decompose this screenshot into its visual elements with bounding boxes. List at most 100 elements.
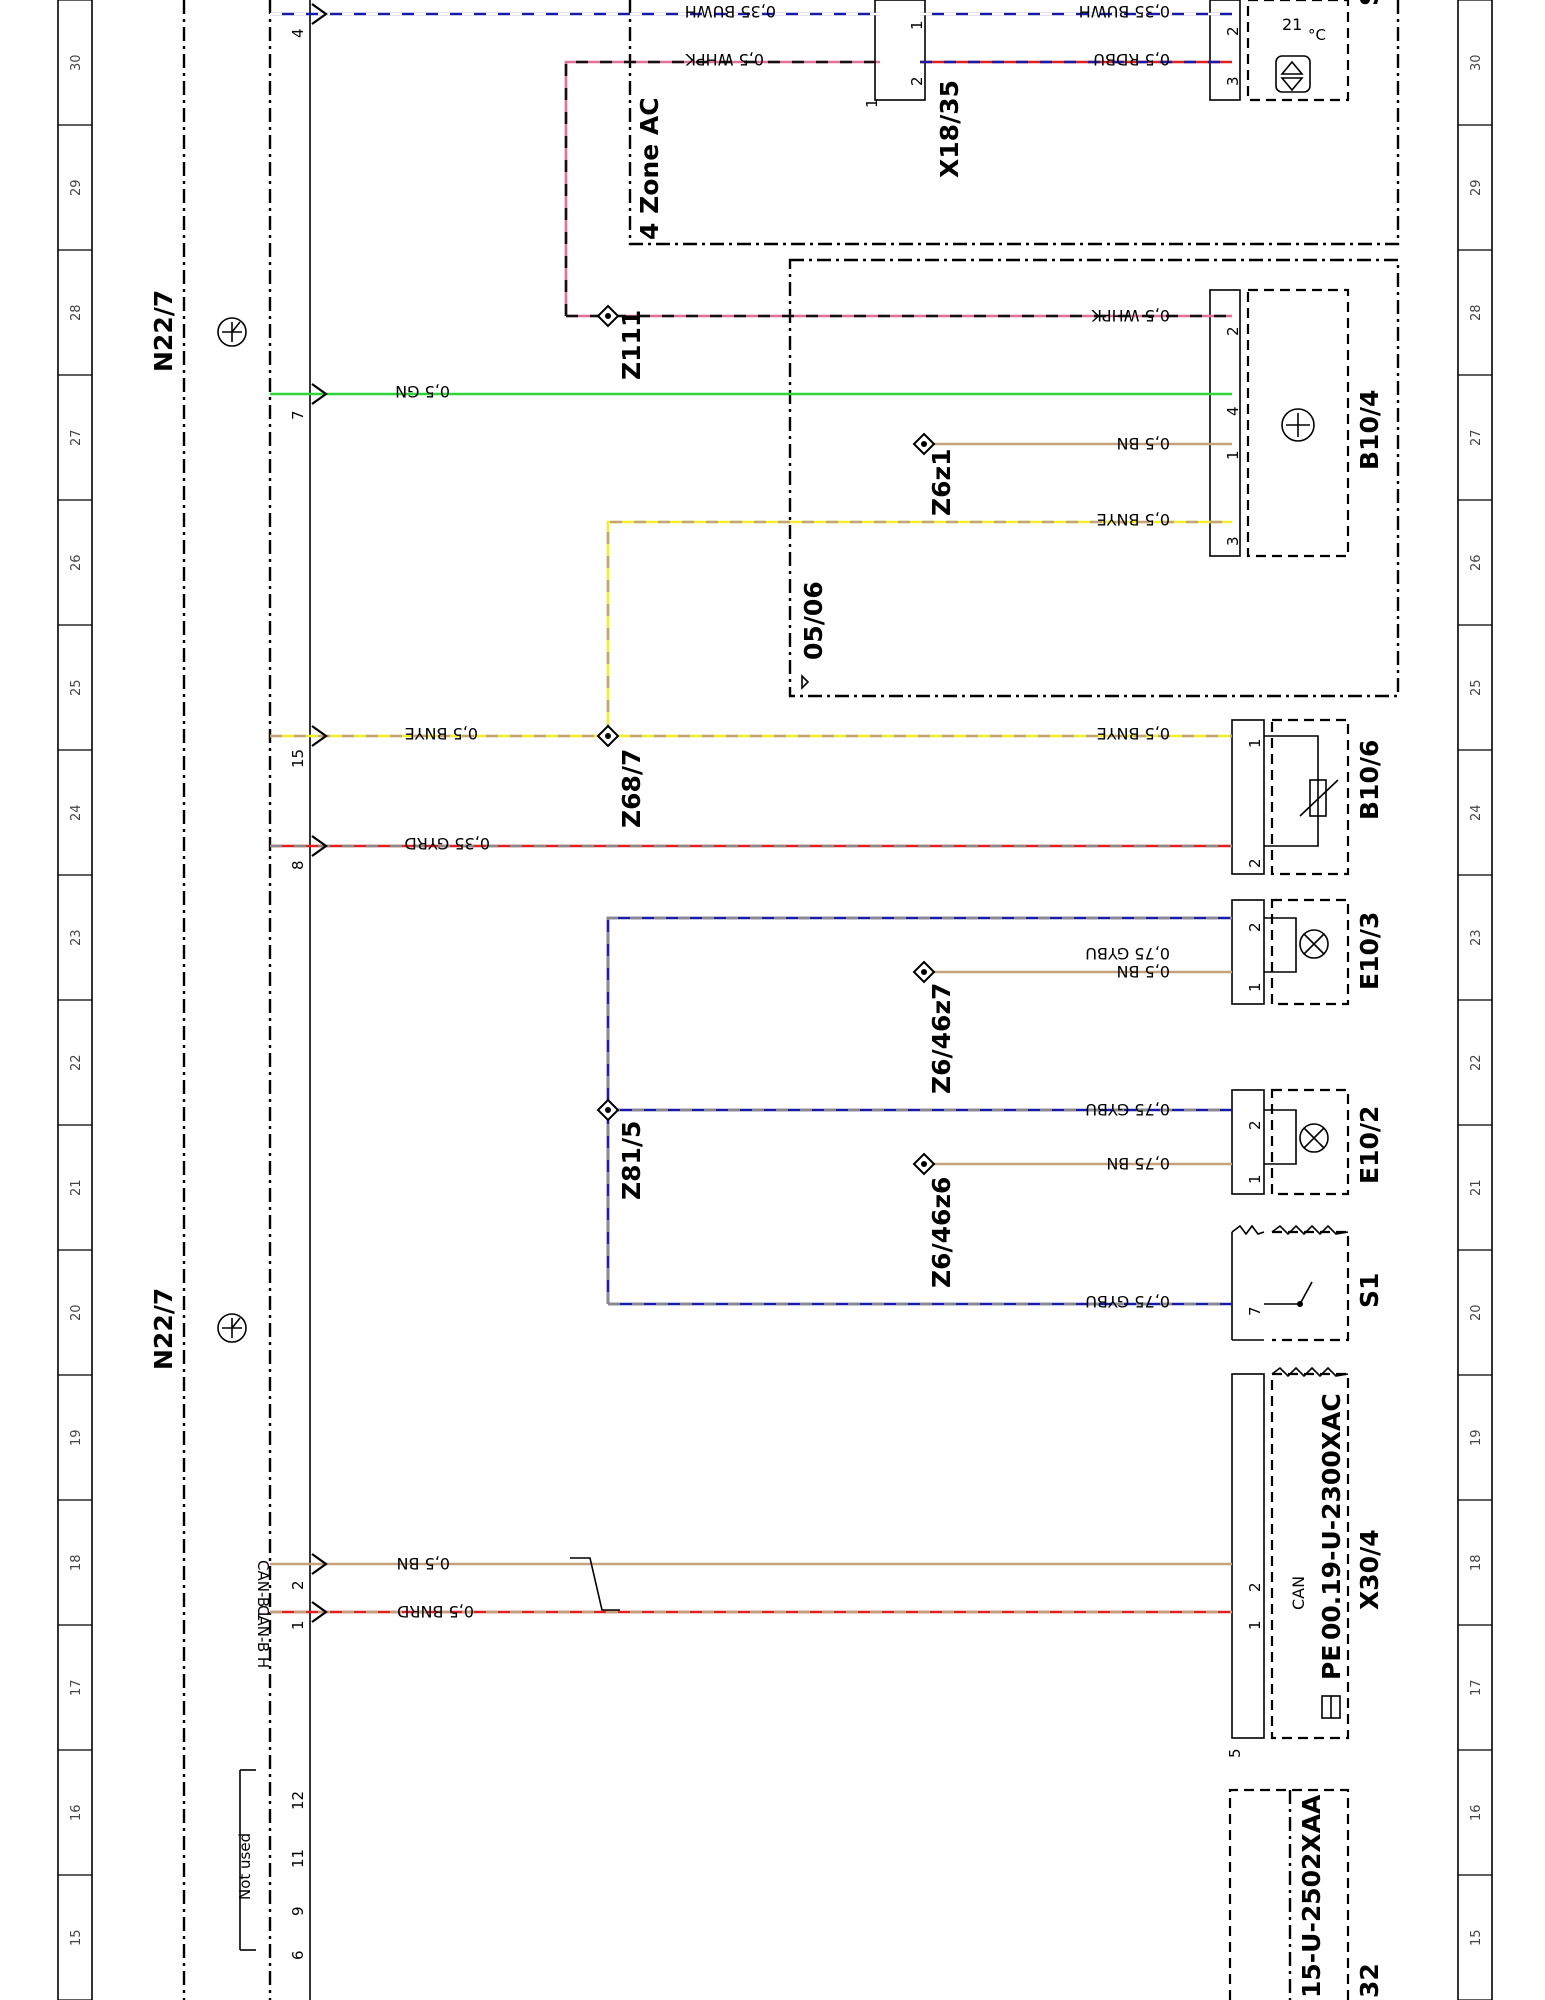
wire-label-bnrd-can: 0,5 BNRD — [397, 1602, 474, 1621]
b10-4-pin1: 1 — [1224, 450, 1242, 460]
wire-label-buwh-right: 0,35 BUWH — [1079, 2, 1170, 21]
wire-label-bn-can: 0,5 BN — [397, 1554, 450, 1573]
zone-ac-region: 4 Zone AC — [628, 0, 1400, 246]
not-used-label: Not used — [236, 1833, 254, 1900]
ruler-row-label: 19 — [1469, 1429, 1484, 1446]
variant-label: 05/06 — [799, 581, 828, 660]
splice-z6-46z6-label: Z6/46z6 — [927, 1177, 956, 1288]
ruler-row-label: 19 — [69, 1429, 84, 1446]
ruler-row-label: 29 — [1469, 179, 1484, 196]
ruler-row-label: 15 — [1469, 1929, 1484, 1946]
e10-2-pin1: 1 — [1246, 1174, 1264, 1184]
cu-pin-11: 11 — [289, 1849, 307, 1868]
ruler-row-label: 22 — [1469, 1054, 1484, 1071]
splice-z81-5-dot — [605, 1107, 611, 1113]
b10-6-pin2: 2 — [1246, 858, 1264, 868]
ruler-row-label: 27 — [69, 429, 84, 446]
reference-suffix-bottom: 32 — [1355, 1963, 1384, 1998]
e10-2-label: E10/2 — [1355, 1106, 1384, 1184]
ruler-row-label: 24 — [1469, 804, 1484, 821]
ruler-row-label: 30 — [1469, 54, 1484, 71]
wire-label-bnye-b106: 0,5 BNYE — [1097, 724, 1170, 743]
wire-whpk-top — [564, 60, 880, 316]
ruler-row-label: 21 — [1469, 1179, 1484, 1196]
cu-pin-9: 9 — [289, 1906, 307, 1916]
splice-z111-dot — [605, 313, 611, 319]
x18-35-pin2: 2 — [908, 76, 926, 86]
wire-label-bn-b104: 0,5 BN — [1117, 434, 1170, 453]
wire-label-gybu-s1: 0,75 GYBU — [1085, 1292, 1170, 1311]
ruler-row-label: 17 — [1469, 1679, 1484, 1696]
cu-pin-1: 1 — [289, 1620, 307, 1630]
e10-3-pin2: 2 — [1246, 922, 1264, 932]
e10-3-label: E10/3 — [1355, 912, 1384, 990]
connector-x18-35: X18/35 1 2 1 — [863, 0, 964, 178]
wire-label-bnye-cu: 0,5 BNYE — [405, 724, 478, 743]
ruler-row-label: 29 — [69, 179, 84, 196]
x18-35-pin-extra: 1 — [863, 98, 881, 108]
ruler-row-label: 16 — [1469, 1804, 1484, 1821]
s1-pin7: 7 — [1246, 1306, 1264, 1316]
ruler-row-label: 25 — [69, 679, 84, 696]
x30-4-pin1: 1 — [1246, 1620, 1264, 1630]
cu-pin-6: 6 — [289, 1950, 307, 1960]
can-high-label: CAN-B H — [254, 1605, 272, 1668]
cu-pin-15: 15 — [289, 749, 307, 768]
connector-arrow — [311, 725, 328, 747]
wire-labels: 0,35 BUWH 0,35 BUWH 0,5 WHPK 0,5 RDBU 0,… — [395, 2, 1170, 1621]
lamp-icon — [1299, 1123, 1329, 1153]
ruler-row-label: 18 — [69, 1554, 84, 1571]
wire-label-gyrd: 0,35 GYRD — [404, 834, 490, 853]
splice-points — [311, 3, 936, 1623]
splice-z68-7-dot — [605, 733, 611, 739]
splice-labels: Z111 Z6z1 Z68/7 Z6/46z7 Z81/5 Z6/46z6 — [617, 310, 956, 1288]
x30-4-ref-code: 00.19-U-2300XAC — [1317, 1393, 1346, 1640]
not-used-bracket: Not used — [236, 1769, 256, 1951]
x18-35-label: X18/35 — [935, 80, 964, 178]
component-b10-4: B10/4 2 4 1 3 — [1209, 288, 1384, 558]
cu-pin-12: 12 — [289, 1791, 307, 1810]
ruler-row-label: 26 — [1469, 554, 1484, 571]
splice-z6z1-label: Z6z1 — [927, 449, 956, 516]
component-e10-3: E10/3 2 1 — [1231, 898, 1384, 1006]
component-s1: S1 7 — [1231, 1224, 1384, 1342]
twisted-pair-mark — [570, 1557, 620, 1611]
connector-x30-4: X30/4 00.19-U-2300XAC PE CAN 2 1 5 — [1226, 1366, 1384, 1758]
s1-label: S1 — [1355, 1273, 1384, 1308]
connector-arrow — [311, 1601, 328, 1623]
ruler-row-label: 30 — [69, 54, 84, 71]
book-icon — [1321, 1695, 1341, 1719]
transistor-icon-lower — [217, 1313, 247, 1343]
splice-z6-46z7-dot — [921, 969, 927, 975]
cu-pin-2: 2 — [289, 1580, 307, 1590]
b10-4-pin2: 2 — [1224, 326, 1242, 336]
x30-4-pin2: 2 — [1246, 1582, 1264, 1592]
ruler-row-label: 28 — [69, 304, 84, 321]
zone-ac-label: 4 Zone AC — [635, 97, 664, 240]
lamp-icon — [1299, 929, 1329, 959]
wire-label-gybu-e102: 0,75 GYBU — [1085, 1100, 1170, 1119]
reference-code-bottom: 15-U-2502XAA — [1297, 1794, 1326, 1998]
splice-z68-7-label: Z68/7 — [617, 749, 646, 828]
wire-label-buwh-left: 0,35 BUWH — [685, 2, 776, 21]
b10-6-pin1: 1 — [1246, 738, 1264, 748]
s-panel-pin2: 2 — [1224, 26, 1242, 36]
ruler-row-label: 25 — [1469, 679, 1484, 696]
variant-region: 05/06 — [788, 258, 1400, 698]
wire-gybu-e103 — [606, 916, 1232, 1304]
wire-label-bn-e103: 0,5 BN — [1117, 962, 1170, 981]
ruler-row-label: 23 — [69, 929, 84, 946]
ruler-row-label: 26 — [69, 554, 84, 571]
ruler-row-label: 20 — [1469, 1304, 1484, 1321]
reference-box-bottom: 15-U-2502XAA 32 — [1228, 1788, 1384, 2000]
ruler-row-label: 27 — [1469, 429, 1484, 446]
x30-4-pin5: 5 — [1226, 1748, 1244, 1758]
wires — [270, 12, 1232, 1614]
x30-4-bus: CAN — [1289, 1576, 1308, 1610]
cu-pin-7: 7 — [289, 410, 307, 420]
e10-3-pin1: 1 — [1246, 982, 1264, 992]
connector-arrow — [311, 3, 328, 25]
b10-4-label: B10/4 — [1355, 390, 1384, 470]
